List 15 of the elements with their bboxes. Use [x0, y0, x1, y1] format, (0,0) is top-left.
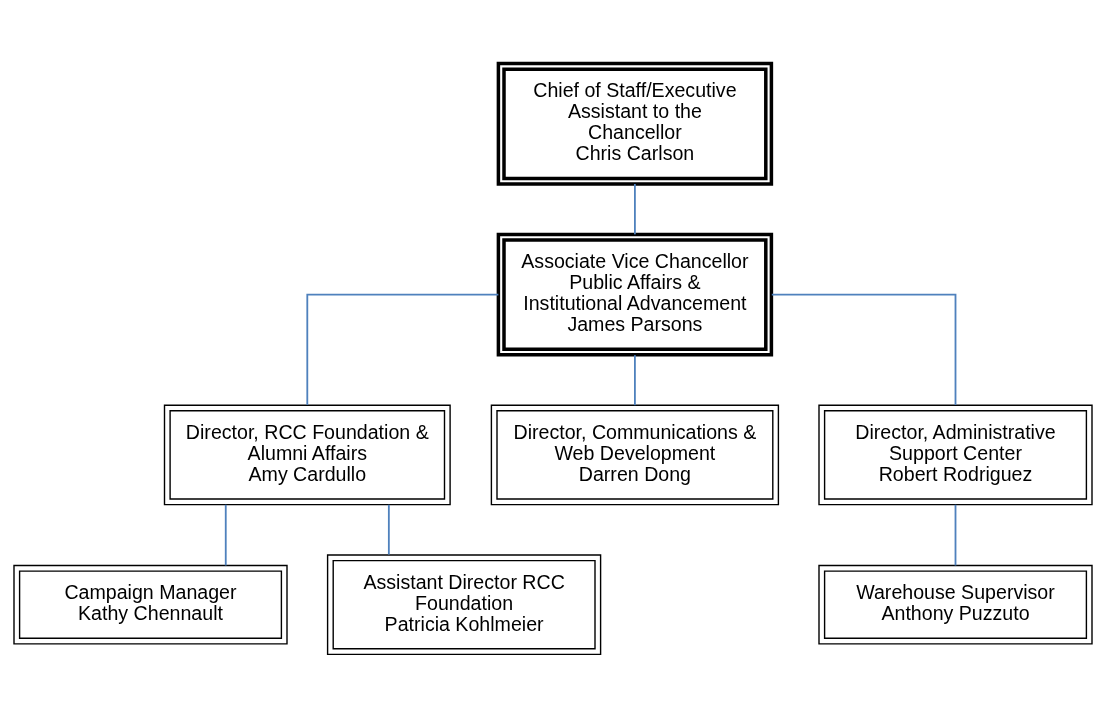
node-box: Chief of Staff/Executive Assistant to the Chancellor Chris Carlson [496, 61, 774, 186]
node-box: Campaign Manager Kathy Chennault [13, 564, 288, 645]
connector [634, 183, 636, 236]
node-box: Warehouse Supervisor Anthony Puzzuto [818, 564, 1093, 645]
connector [387, 503, 390, 556]
connector [770, 293, 957, 406]
node-box: Associate Vice Chancellor Public Affairs & Institutional Advancement James Parsons [496, 232, 774, 357]
node-box: Director, Administrative Support Center Robert Rodriguez [818, 404, 1093, 506]
connector [954, 503, 957, 567]
node-box: Director, Communications & Web Development Darren Dong [490, 404, 780, 506]
connector [306, 293, 500, 406]
node-box: Assistant Director RCC Foundation Patricia Kohlmeier [326, 554, 602, 656]
connector [224, 503, 227, 567]
node-box: Director, RCC Foundation & Alumni Affairs Amy Cardullo [163, 404, 451, 506]
connector [634, 354, 636, 407]
